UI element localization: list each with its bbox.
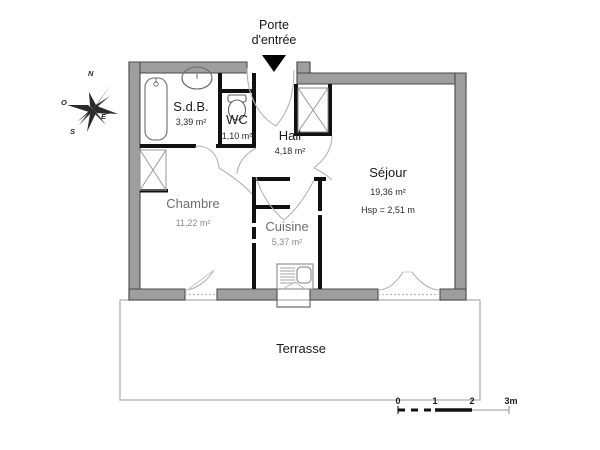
compass-rose-icon — [67, 85, 118, 132]
outer-walls — [128, 61, 467, 301]
room-label-sejour: Séjour — [369, 165, 407, 180]
room-label-terrasse: Terrasse — [276, 341, 326, 356]
room-area-wc: 1,10 m² — [221, 131, 253, 141]
bottom-openings — [185, 293, 440, 308]
room-area-chambre: 11,22 m² — [175, 218, 211, 228]
compass-label-north: N — [88, 69, 94, 78]
room-area-hall: 4,18 m² — [274, 146, 306, 156]
kitchen-fixtures — [276, 263, 314, 290]
compass-label-east: E — [101, 112, 107, 121]
bathroom-fixtures — [144, 66, 247, 141]
room-area-sdb: 3,39 m² — [175, 117, 207, 127]
room-height-sejour: Hsp = 2,51 m — [361, 205, 415, 215]
scale-tick-1: 1 — [432, 396, 438, 406]
room-label-wc: WC — [226, 112, 248, 127]
scale-tick-2: 2 — [469, 396, 475, 406]
terrasse-outline — [119, 299, 481, 401]
room-label-hall: Hall — [278, 128, 302, 143]
door-swings — [184, 67, 441, 292]
room-label-cuisine: Cuisine — [265, 219, 309, 234]
entry-arrow-marker — [262, 55, 286, 72]
closet-symbols — [139, 87, 329, 191]
entry-door-label: Porte d'entrée — [252, 18, 297, 49]
room-label-sdb: S.d.B. — [173, 99, 209, 114]
scale-tick-0: 0 — [395, 396, 401, 406]
compass-label-west: O — [61, 98, 67, 107]
entry-label-line1: Porte — [259, 18, 289, 32]
compass-label-south: S — [70, 127, 76, 136]
scale-tick-3: 3m — [504, 396, 518, 406]
room-area-sejour: 19,36 m² — [370, 187, 406, 197]
room-label-chambre: Chambre — [166, 196, 220, 211]
scale-bar — [397, 406, 510, 414]
entry-label-line2: d'entrée — [251, 33, 297, 48]
room-area-cuisine: 5,37 m² — [271, 237, 303, 247]
